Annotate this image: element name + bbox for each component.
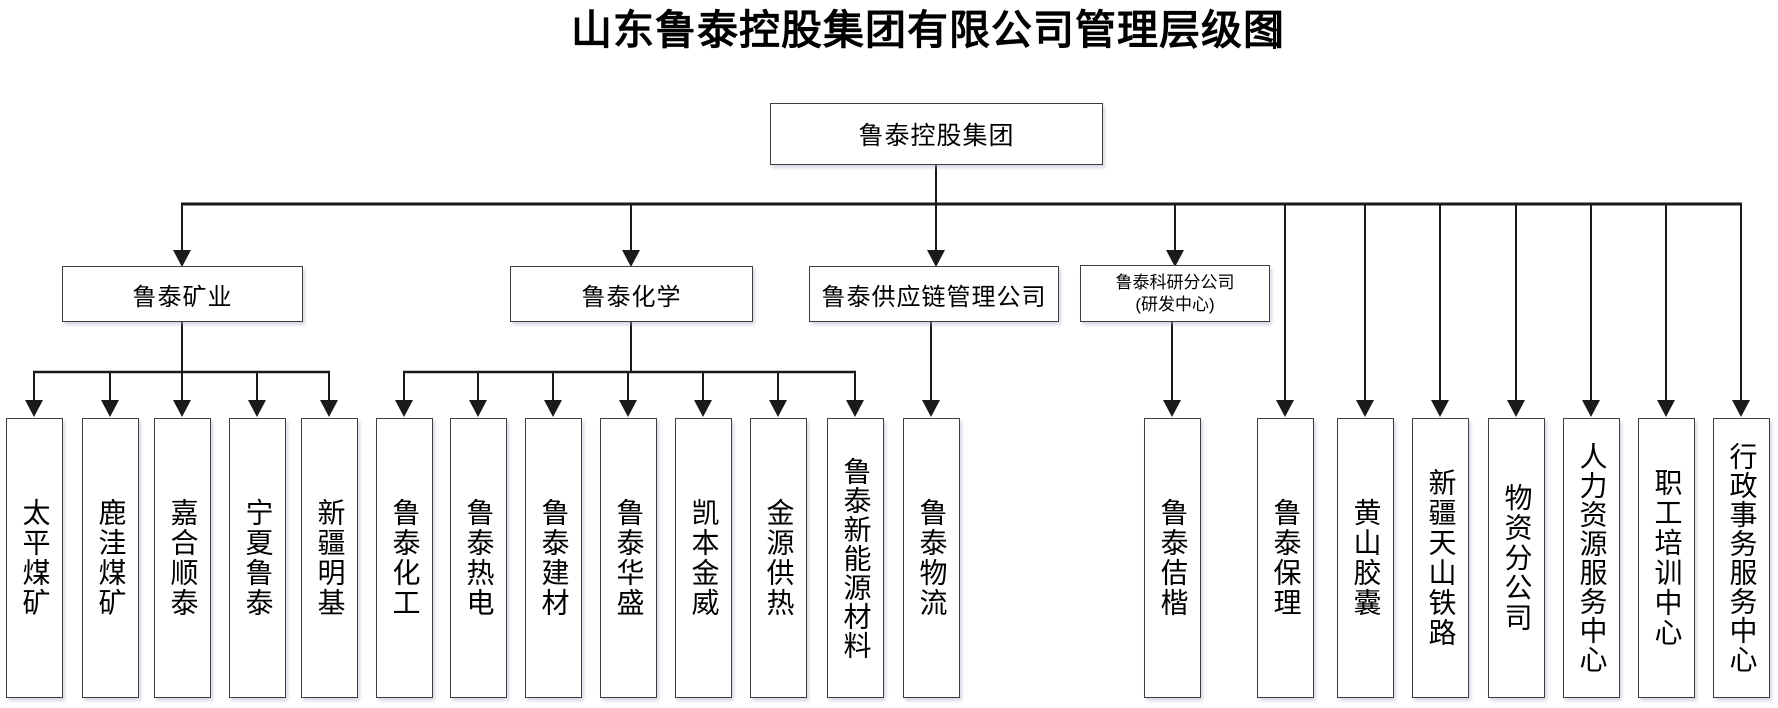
node-label: 职工培训中心 (1651, 468, 1683, 648)
node-label: 鲁泰华盛 (613, 498, 645, 618)
leaf-node: 行政事务服务中心 (1713, 418, 1770, 698)
node-sublabel: (研发中心) (1135, 294, 1215, 314)
node-root-lutai-holding-group: 鲁泰控股集团 (770, 103, 1103, 165)
leaf-node: 鹿洼煤矿 (82, 418, 139, 698)
node-label: 鲁泰科研分公司 (1115, 272, 1235, 292)
leaf-node: 黄山胶囊 (1337, 418, 1394, 698)
node-lutai-supply-chain: 鲁泰供应链管理公司 (809, 266, 1059, 322)
node-lutai-mining: 鲁泰矿业 (62, 266, 303, 322)
leaf-node: 嘉合顺泰 (154, 418, 211, 698)
leaf-node: 鲁泰化工 (376, 418, 433, 698)
page-title: 山东鲁泰控股集团有限公司管理层级图 (571, 7, 1285, 53)
leaf-node: 鲁泰物流 (903, 418, 960, 698)
node-label: 嘉合顺泰 (167, 498, 199, 618)
node-label: 人力资源服务中心 (1576, 442, 1608, 674)
leaf-node: 职工培训中心 (1638, 418, 1695, 698)
leaf-node: 宁夏鲁泰 (229, 418, 286, 698)
node-label: 鲁泰物流 (916, 498, 948, 618)
node-label: 鲁泰保理 (1270, 498, 1302, 618)
leaf-node: 鲁泰华盛 (600, 418, 657, 698)
node-label: 鲁泰化学 (581, 283, 682, 311)
leaf-node: 鲁泰热电 (450, 418, 507, 698)
node-label: 鲁泰建材 (538, 498, 570, 618)
leaf-node: 凯本金威 (675, 418, 732, 698)
node-label: 物资分公司 (1501, 483, 1533, 633)
node-lutai-research-branch: 鲁泰科研分公司 (研发中心) (1080, 265, 1270, 322)
text-cursor (1273, 11, 1276, 49)
node-label: 金源供热 (763, 498, 795, 618)
node-label: 鲁泰佶楷 (1157, 498, 1189, 618)
node-lutai-chemistry: 鲁泰化学 (510, 266, 753, 322)
node-label: 新疆天山铁路 (1425, 468, 1457, 648)
leaf-node: 人力资源服务中心 (1563, 418, 1620, 698)
node-label: 太平煤矿 (19, 498, 51, 618)
node-label: 鲁泰化工 (389, 498, 421, 618)
node-label: 行政事务服务中心 (1726, 442, 1758, 674)
leaf-node: 鲁泰建材 (525, 418, 582, 698)
leaf-node: 鲁泰佶楷 (1144, 418, 1201, 698)
node-label: 鲁泰新能源材料 (840, 456, 872, 660)
leaf-node: 新疆明基 (301, 418, 358, 698)
node-label: 鲁泰供应链管理公司 (821, 283, 1047, 311)
node-label: 鲁泰矿业 (132, 283, 233, 311)
leaf-node: 鲁泰保理 (1257, 418, 1314, 698)
leaf-node: 物资分公司 (1488, 418, 1545, 698)
node-label: 凯本金威 (688, 498, 720, 618)
node-label: 鲁泰热电 (463, 498, 495, 618)
node-label: 鲁泰控股集团 (858, 122, 1015, 150)
leaf-node: 鲁泰新能源材料 (827, 418, 884, 698)
leaf-node: 金源供热 (750, 418, 807, 698)
node-label: 黄山胶囊 (1350, 498, 1382, 618)
node-label: 宁夏鲁泰 (242, 498, 274, 618)
node-label: 鹿洼煤矿 (95, 498, 127, 618)
arrowheads (25, 250, 1750, 417)
leaf-node: 新疆天山铁路 (1412, 418, 1469, 698)
node-label: 新疆明基 (314, 498, 346, 618)
leaf-node: 太平煤矿 (6, 418, 63, 698)
